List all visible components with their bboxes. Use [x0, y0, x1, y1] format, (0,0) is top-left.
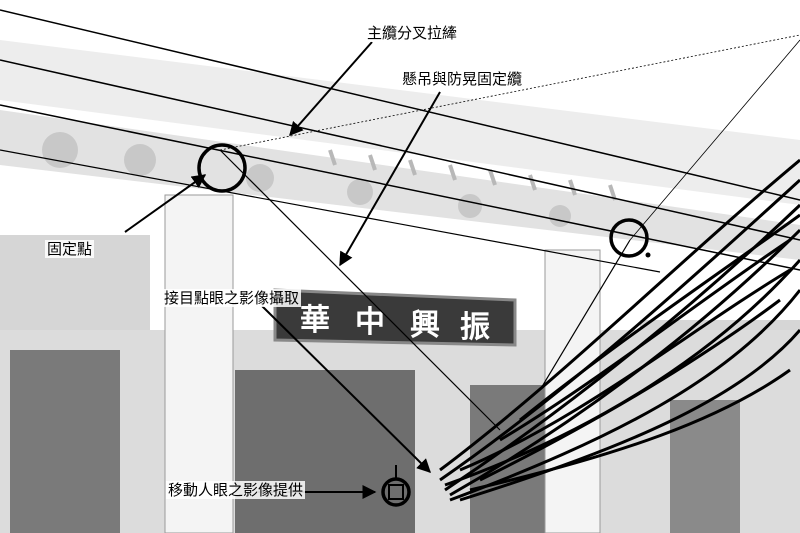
door-left [10, 350, 120, 533]
label-eye-capture: 接目點眼之影像攝取 [162, 289, 302, 307]
plaque-char-1: 振 [460, 310, 490, 345]
cable-thin-right [629, 39, 800, 241]
cable-upper [0, 9, 800, 201]
cable-diagonal-right [539, 239, 631, 391]
door-center [235, 370, 415, 533]
camera-icon [381, 465, 411, 507]
label-moving-eye-provider: 移動人眼之影像提供 [166, 481, 306, 499]
pillar-right [544, 249, 601, 533]
plaque-char-4: 華 [300, 303, 330, 338]
rafter-ticks [328, 149, 617, 201]
arrow-suspension [339, 91, 441, 267]
label-main-cable-split: 主纜分叉拉縴 [365, 24, 460, 42]
cables [0, 9, 800, 431]
cable-beam [0, 149, 661, 273]
cable-lower [0, 104, 800, 271]
arrow-fixed-point [124, 174, 207, 233]
decorated-beam [0, 110, 800, 260]
building-background: 華 中 興 振 [0, 40, 800, 533]
cable-diagonal-left [219, 149, 501, 431]
plaque-char-2: 興 [410, 308, 440, 343]
cable-bundle [439, 158, 800, 502]
fixed-point-circle-right [609, 218, 649, 258]
pillar-left [164, 194, 234, 533]
roof-eave [0, 40, 800, 205]
cable-thin-upper [219, 34, 800, 151]
fixed-point-dot-right [645, 252, 651, 258]
plaque [273, 288, 517, 347]
door-far-right [670, 400, 740, 533]
arrow-eye-capture [261, 305, 431, 473]
cable-middle [0, 59, 800, 241]
label-suspension-fixed-cable: 懸吊與防晃固定纜 [400, 70, 525, 88]
label-fixed-point: 固定點 [45, 240, 95, 258]
fixed-point-circle-left [197, 143, 247, 193]
arrow-main-cable [289, 41, 373, 137]
